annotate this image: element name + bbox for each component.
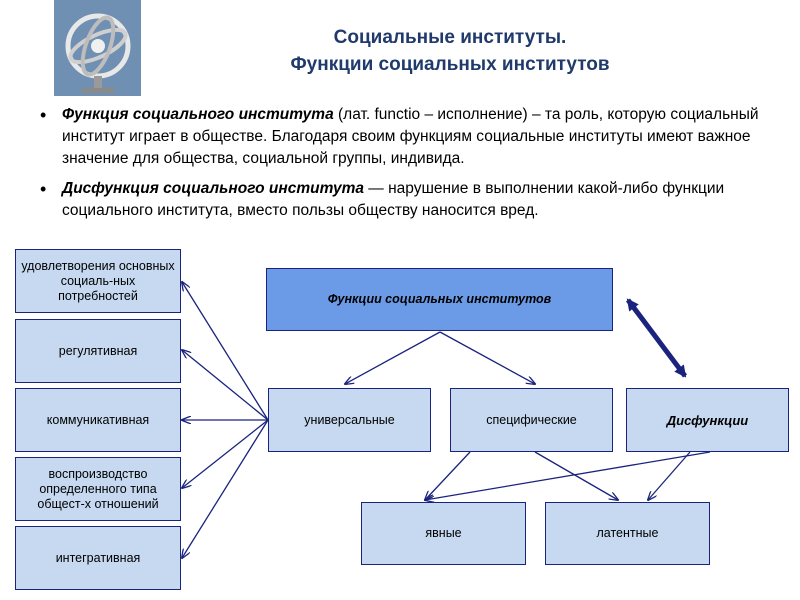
- title-line-2: Функции социальных институтов: [290, 54, 610, 75]
- specific-box: специфические: [450, 388, 613, 452]
- functions-main-box: Функции социальных институтов: [266, 268, 613, 331]
- definition-list: Функция социального института (лат. func…: [40, 104, 780, 230]
- dysfunctions-box: Дисфункции: [626, 388, 789, 452]
- function-regulative-box: регулятивная: [15, 319, 181, 383]
- universal-box: универсальные: [268, 388, 431, 452]
- definition-text: — нарушение в выполнении какой-либо функ…: [62, 180, 725, 219]
- title-line-1: Социальные институты.: [333, 27, 567, 48]
- function-integrative-box: интегративная: [15, 526, 181, 590]
- double-arrow-dysfunctions: [626, 298, 687, 378]
- connector-specific-latent: [534, 451, 618, 500]
- definition-dysfunction: Дисфункция социального института — наруш…: [40, 178, 780, 222]
- connector-dysfunctions-explicit: [425, 451, 711, 500]
- function-communicative-box: коммуникативная: [15, 388, 181, 452]
- definition-function: Функция социального института (лат. func…: [40, 104, 780, 170]
- definition-term: Дисфункция социального института: [62, 180, 364, 197]
- connector-main-universal: [345, 331, 441, 384]
- connector-main-specific: [439, 331, 535, 384]
- connector-dysfunctions-latent: [648, 451, 691, 500]
- page-title: Социальные институты. Функции социальных…: [150, 24, 750, 78]
- connector-universal-integrative: [182, 419, 269, 558]
- definition-term: Функция социального института: [62, 106, 334, 123]
- latent-box: латентные: [545, 502, 710, 565]
- connector-universal-reproduction: [182, 419, 269, 488]
- explicit-box: явные: [361, 502, 526, 565]
- definition-text: (лат. functio – исполнение) – та роль, к…: [62, 106, 759, 167]
- function-needs-box: удовлетворения основных социаль-ных потр…: [15, 249, 181, 313]
- function-reproduction-box: воспроизводство определенного типа общес…: [15, 457, 181, 521]
- armillary-sphere-icon: [54, 0, 141, 96]
- connector-specific-explicit: [425, 451, 471, 500]
- connector-universal-regulative: [182, 350, 269, 421]
- connector-universal-needs: [182, 282, 269, 421]
